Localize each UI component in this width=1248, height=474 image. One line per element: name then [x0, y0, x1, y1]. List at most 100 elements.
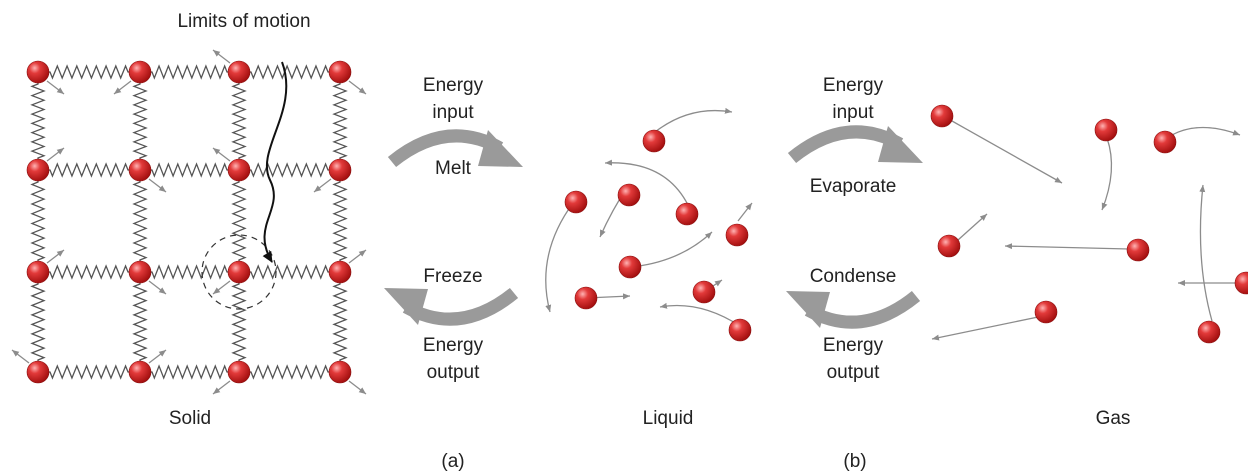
- liquid-particle: [564, 190, 588, 214]
- freeze-energy-label-line1: Energy: [423, 335, 484, 356]
- spring: [132, 72, 148, 170]
- motion-arrow: [46, 249, 65, 264]
- solid-particle: [227, 260, 251, 284]
- panel-label-b: (b): [843, 451, 866, 472]
- motion-arrow: [148, 280, 167, 295]
- spring: [30, 72, 46, 170]
- liquid-particle: [574, 286, 598, 310]
- evaporate-energy-label-line1: Energy: [823, 75, 884, 96]
- spring: [239, 364, 340, 380]
- solid-particle: [26, 158, 50, 182]
- liquid-label: Liquid: [643, 408, 694, 429]
- solid-particle: [26, 60, 50, 84]
- solid-particle: [328, 158, 352, 182]
- condense-energy-label-line1: Energy: [823, 335, 884, 356]
- melt-arrow: [387, 129, 523, 168]
- solid-particle: [26, 360, 50, 384]
- motion-arrow: [951, 120, 1063, 184]
- spring: [140, 264, 239, 280]
- spring: [140, 64, 239, 80]
- motion-arrow: [212, 280, 231, 295]
- solid-particle: [328, 60, 352, 84]
- spring: [231, 272, 247, 372]
- liquid-particle: [617, 183, 641, 207]
- spring: [132, 170, 148, 272]
- motion-arrow: [957, 213, 988, 241]
- gas-particle: [1094, 118, 1118, 142]
- liquid-particle: [692, 280, 716, 304]
- motion-arrow: [11, 349, 30, 364]
- liquid-particle: [618, 255, 642, 279]
- motion-arrow: [212, 147, 231, 162]
- motion-arrow: [46, 80, 65, 95]
- motion-arrow: [212, 380, 231, 395]
- gas-particle: [1234, 271, 1248, 295]
- motion-arrow: [348, 380, 367, 395]
- liquid-particle: [725, 223, 749, 247]
- solid-particle: [26, 260, 50, 284]
- gas-particle: [1034, 300, 1058, 324]
- gas-particle: [1197, 320, 1221, 344]
- gas-label: Gas: [1096, 408, 1131, 429]
- liquid-particle: [675, 202, 699, 226]
- limits-of-motion-label: Limits of motion: [177, 11, 310, 32]
- solid-particles: [26, 60, 352, 384]
- solid-particle: [128, 360, 152, 384]
- evaporate-label: Evaporate: [810, 176, 897, 197]
- spring: [30, 170, 46, 272]
- liquid-particle: [642, 129, 666, 153]
- spring: [332, 170, 348, 272]
- liquid-particles: [564, 129, 752, 342]
- solid-particle: [128, 60, 152, 84]
- solid-particle: [328, 360, 352, 384]
- melt-label: Melt: [435, 158, 472, 179]
- evaporate-energy-label-line2: input: [832, 102, 874, 123]
- gas-particle: [1153, 130, 1177, 154]
- motion-arrow: [148, 349, 167, 364]
- condense-energy-label-line2: output: [827, 362, 881, 383]
- gas-motion-arrows: [931, 120, 1241, 341]
- solid-particle: [328, 260, 352, 284]
- spring: [231, 170, 247, 272]
- spring: [30, 272, 46, 372]
- gas-particle: [1126, 238, 1150, 262]
- solid-particle: [227, 360, 251, 384]
- motion-arrow: [348, 249, 367, 264]
- motion-arrow: [1101, 137, 1113, 211]
- spring: [38, 64, 140, 80]
- liquid-particle: [728, 318, 752, 342]
- freeze-label: Freeze: [423, 266, 482, 287]
- motion-arrow: [654, 107, 733, 133]
- spring: [140, 364, 239, 380]
- motion-arrow: [212, 49, 231, 64]
- solid-vibration-arrows: [11, 49, 367, 395]
- solid-particle: [227, 60, 251, 84]
- motion-arrow: [348, 80, 367, 95]
- motion-arrow: [1199, 184, 1213, 322]
- motion-arrow: [148, 178, 167, 193]
- motion-arrow: [113, 80, 132, 95]
- freeze-energy-label-line2: output: [427, 362, 481, 383]
- freeze-arrow: [384, 287, 519, 326]
- motion-limit-circle: [201, 234, 277, 310]
- spring: [239, 162, 340, 178]
- motion-arrow: [737, 202, 753, 222]
- motion-arrow: [46, 147, 65, 162]
- solid-particle: [128, 260, 152, 284]
- spring: [38, 364, 140, 380]
- gas-particles: [930, 104, 1248, 344]
- spring: [132, 272, 148, 372]
- solid-particle: [128, 158, 152, 182]
- spring: [239, 64, 340, 80]
- spring: [332, 272, 348, 372]
- motion-arrow: [630, 231, 713, 268]
- gas-particle: [937, 234, 961, 258]
- spring: [38, 162, 140, 178]
- motion-arrow: [659, 302, 741, 327]
- solid-particle: [227, 158, 251, 182]
- spring: [239, 264, 340, 280]
- spring: [332, 72, 348, 170]
- motion-arrow: [1004, 243, 1130, 250]
- motion-arrow: [313, 178, 332, 193]
